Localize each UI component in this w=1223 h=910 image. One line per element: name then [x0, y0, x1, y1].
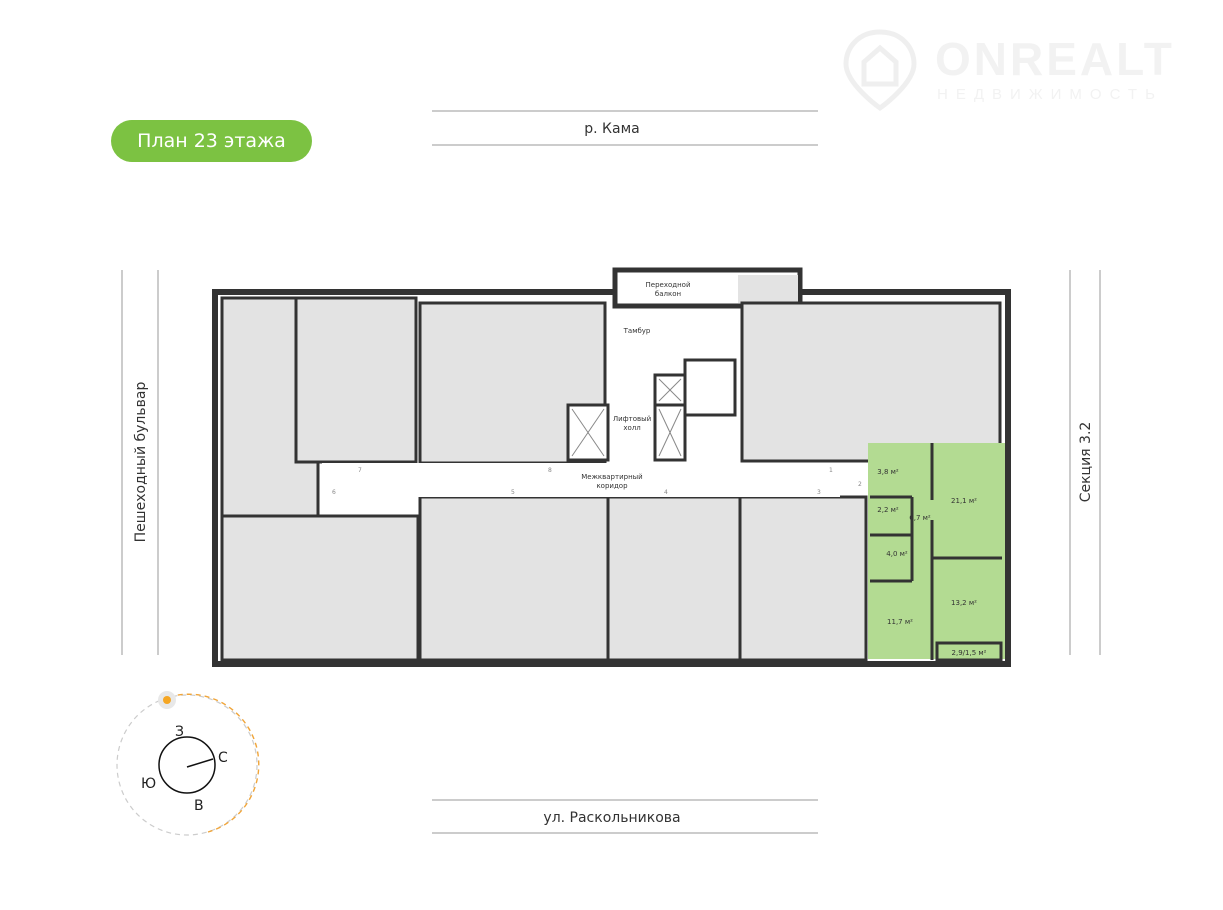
- highlighted-apartment[interactable]: 3,8 м² 2,2 м² 6,7 м² 4,0 м² 21,1 м² 13,2…: [868, 443, 1005, 662]
- door-number: 8: [548, 467, 552, 474]
- apartment[interactable]: [606, 495, 742, 662]
- room-area: 11,7 м²: [887, 618, 913, 626]
- house-pin-icon: [843, 29, 917, 112]
- compass-west: З: [175, 724, 184, 740]
- apartments: [220, 296, 1002, 662]
- street-bottom-label: ул. Раскольникова: [543, 810, 680, 826]
- compass-north: С: [218, 750, 228, 766]
- street-lines: [121, 110, 1101, 834]
- street-top-label: р. Кама: [584, 121, 639, 137]
- compass-circle: [158, 736, 216, 794]
- watermark-brand: ONREALT: [935, 33, 1175, 85]
- door-number: 2: [858, 481, 862, 488]
- watermark-subtitle: НЕДВИЖИМОСТЬ: [937, 86, 1163, 103]
- balcony-label: Переходной: [646, 281, 691, 289]
- door-number: 4: [664, 489, 668, 496]
- door-number: 7: [358, 467, 362, 474]
- core: [566, 358, 737, 462]
- balcony-label: балкон: [655, 290, 681, 298]
- room-area: 6,7 м²: [909, 514, 931, 522]
- room-area: 2,9/1,5 м²: [952, 649, 987, 657]
- compass: З С Ю В: [116, 691, 260, 836]
- floor-plan-title: План 23 этажа: [111, 120, 312, 162]
- door-number: 3: [817, 489, 821, 496]
- room-area: 2,2 м²: [877, 506, 899, 514]
- door-number: 5: [511, 489, 515, 496]
- sun-path-arc: [168, 693, 260, 833]
- room-area: 13,2 м²: [951, 599, 977, 607]
- apartment[interactable]: [294, 296, 418, 464]
- sun-icon: [163, 696, 171, 704]
- balcony-fill: [738, 275, 798, 303]
- corridor-label: коридор: [596, 482, 628, 490]
- apartment[interactable]: [740, 301, 1002, 463]
- section-label: Секция 3.2: [1078, 422, 1094, 503]
- apartment[interactable]: [738, 495, 868, 662]
- corridor: [322, 463, 840, 497]
- apartment[interactable]: [418, 495, 610, 662]
- street-left-label: Пешеходный бульвар: [133, 382, 149, 543]
- compass-east: В: [194, 798, 204, 814]
- door-number: 1: [829, 467, 833, 474]
- compass-south: Ю: [141, 776, 156, 792]
- highlighted-apartment-fill: [868, 443, 1005, 659]
- room-area: 21,1 м²: [951, 497, 977, 505]
- apartment[interactable]: [220, 514, 420, 662]
- room-area: 3,8 м²: [877, 468, 899, 476]
- watermark-logo: ONREALT НЕДВИЖИМОСТЬ: [840, 24, 1200, 114]
- sun-path: [116, 694, 258, 836]
- corridor-label: Межквартирный: [581, 473, 642, 481]
- door-number: 6: [332, 489, 336, 496]
- lift-hall-label: холл: [623, 424, 640, 432]
- lift-hall-label: Лифтовый: [613, 415, 651, 423]
- compass-needle: [186, 758, 214, 768]
- room-area: 4,0 м²: [886, 550, 908, 558]
- vestibule-label: Тамбур: [623, 327, 651, 335]
